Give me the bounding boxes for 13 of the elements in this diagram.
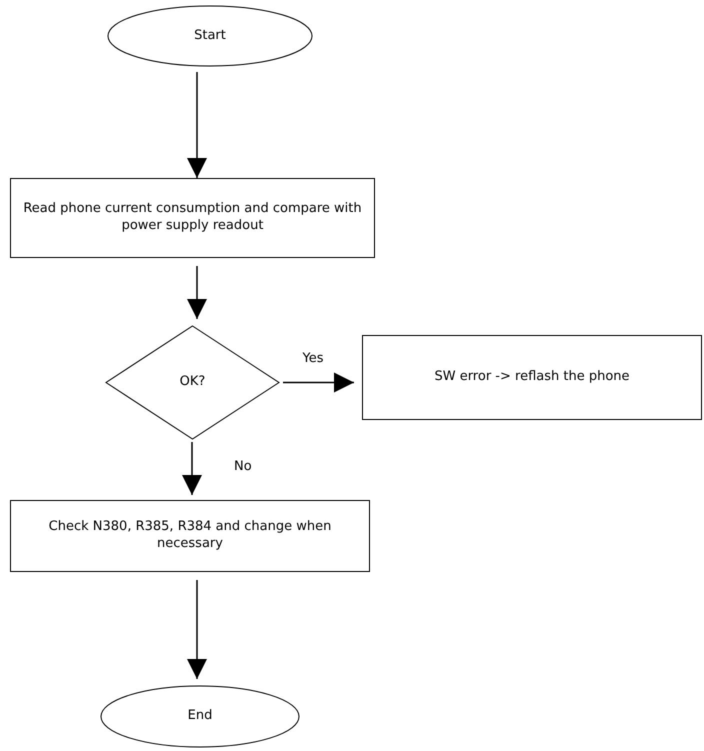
node-text: OK?: [180, 374, 206, 391]
node-text: Start: [194, 28, 226, 44]
edge-label: Yes: [300, 350, 326, 366]
node-text: Check N380, R385, R384 and change when necessary: [48, 519, 332, 553]
arrow: [187, 580, 207, 679]
arrow: [187, 266, 207, 319]
arrow: [283, 372, 354, 392]
node-text: Read phone current consumption and compare with power supply readout: [22, 201, 363, 235]
edge-label: No: [232, 458, 254, 474]
arrow: [187, 72, 207, 178]
node-text: SW error -> reflash the phone: [434, 369, 630, 386]
node-text: End: [188, 708, 212, 725]
arrow: [182, 442, 202, 495]
